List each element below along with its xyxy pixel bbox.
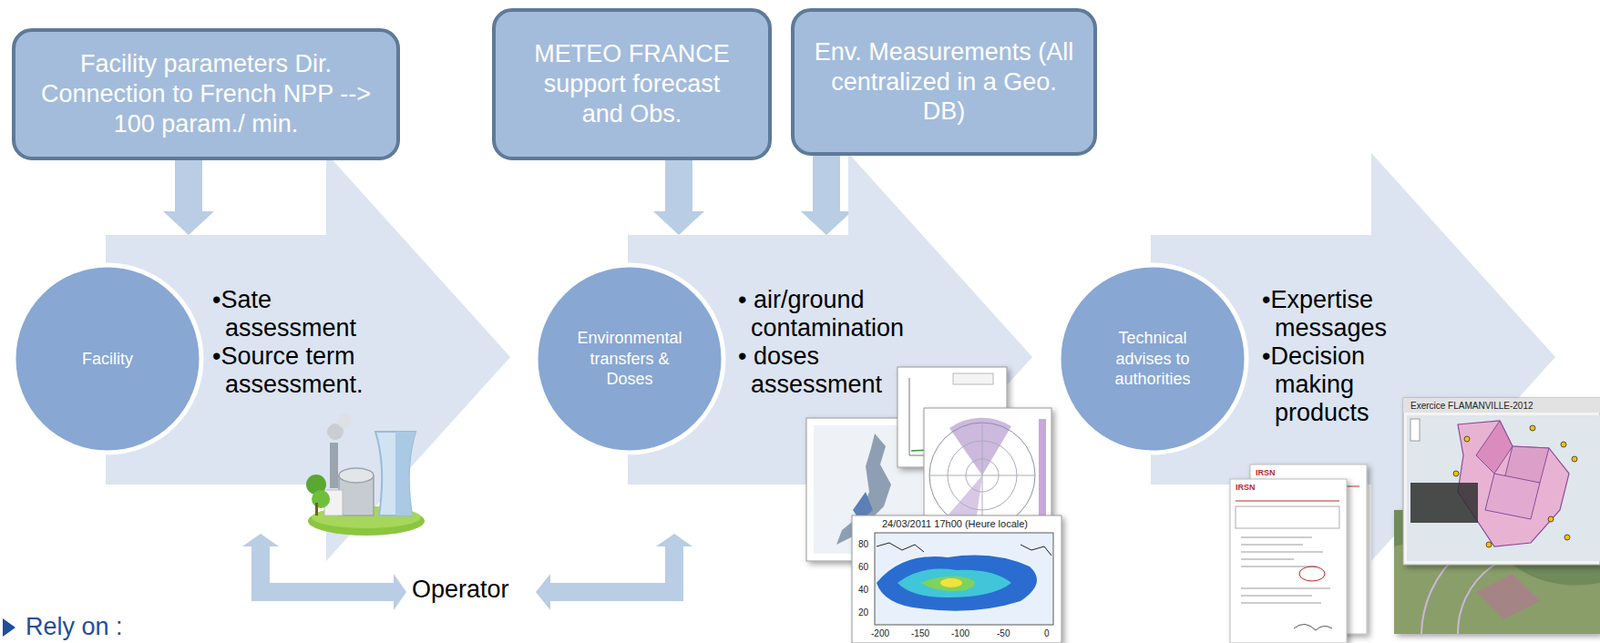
block-arrow: [800, 155, 852, 236]
map-title: Exercice FLAMANVILLE-2012: [1410, 400, 1534, 411]
circle-outline: [1058, 265, 1247, 453]
map-screenshots: [1394, 398, 1600, 635]
bullet-text: • doses assessment: [738, 342, 925, 400]
bullet-list: •Sate assessment•Source term assessment.: [212, 286, 388, 400]
circle-outline: [13, 265, 202, 453]
axis-tick: 80: [858, 539, 869, 550]
block-arrow: [163, 160, 215, 236]
stage-circle: Technical advises to authorities: [1056, 262, 1250, 456]
circle-outline: [535, 265, 724, 453]
process-arrow-band: •Sate assessment•Source term assessment.…: [105, 153, 511, 562]
box-label: Env. Measurements (All centralized in a …: [811, 37, 1077, 128]
block-arrow: [653, 160, 705, 236]
circle-label: Technical advises to authorities: [1093, 328, 1212, 390]
bullet-text: •Expertise messages: [1261, 286, 1399, 343]
operator-label: Operator: [411, 576, 510, 605]
bullet-triangle: [2, 618, 16, 637]
plume-map-frame: [851, 515, 1062, 643]
bullet-text: •Source term assessment.: [212, 342, 388, 400]
expertise-documents: [1230, 464, 1367, 643]
input-box: METEO FRANCE support forecast and Obs.: [492, 8, 772, 161]
bullet-list: •Expertise messages•Decision making prod…: [1261, 286, 1399, 428]
box-label: METEO FRANCE support forecast and Obs.: [523, 39, 742, 130]
axis-tick: 0: [1044, 628, 1050, 639]
input-box: Env. Measurements (All centralized in a …: [790, 8, 1098, 156]
axis-tick: 60: [858, 562, 869, 573]
axis-tick: -50: [996, 628, 1010, 639]
input-box: Facility parameters Dir. Connection to F…: [11, 28, 400, 161]
stage-circle: Environmental transfers & Doses: [533, 262, 727, 456]
circle-label: Environmental transfers & Doses: [570, 328, 689, 390]
power-plant-icon: [306, 413, 425, 536]
axis-tick: -150: [911, 628, 930, 639]
box-label: Facility parameters Dir. Connection to F…: [37, 49, 375, 140]
circle-label: Facility: [43, 348, 172, 370]
bullet-text: •Decision making products: [1261, 342, 1399, 428]
stage-circle: Facility: [10, 262, 205, 456]
bullet-text: • air/ground contamination: [738, 286, 925, 343]
bullet-list: • air/ground contamination• doses assess…: [738, 286, 925, 400]
document-header: IRSN: [1235, 483, 1256, 493]
operator-arrows: [242, 533, 693, 611]
bullet-text: •Sate assessment: [212, 286, 388, 343]
axis-tick: -100: [951, 628, 970, 639]
document-header: IRSN: [1255, 469, 1276, 479]
plot-title: 24/03/2011 17h00 (Heure locale): [882, 518, 1028, 530]
axis-tick: 40: [858, 584, 869, 595]
axis-tick: -200: [871, 628, 890, 639]
section-heading: Rely on :: [25, 614, 124, 642]
axis-tick: 20: [858, 607, 869, 618]
